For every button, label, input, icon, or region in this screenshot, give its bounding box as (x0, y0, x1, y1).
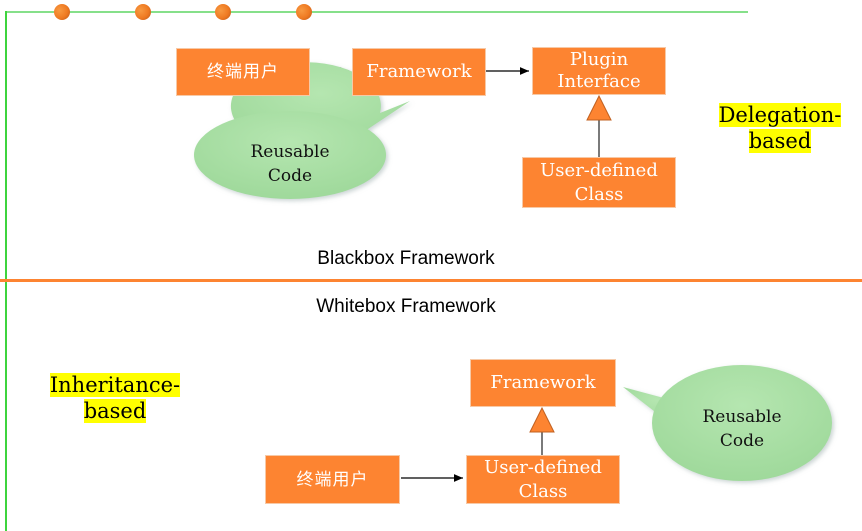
whitebox-framework-title: Whitebox Framework (316, 296, 496, 317)
decorative-dot-1 (54, 4, 70, 20)
delegation-label-line1: Delegation- (718, 103, 842, 127)
callout-line1: Reusable (702, 407, 782, 427)
inheritance-based-label: Inheritance- based (30, 372, 200, 424)
node-plugin-interface-line1: Plugin (569, 49, 629, 70)
top-decorative-line (5, 11, 748, 13)
delegation-based-label: Delegation- based (700, 102, 860, 154)
delegation-label-line2: based (748, 129, 812, 153)
node-user-class-line2: Class (518, 480, 568, 502)
callout-line1: Reusable (250, 142, 330, 162)
reusable-code-text-top: Reusable Code (220, 140, 360, 188)
inheritance-triangle-icon (586, 94, 612, 121)
inheritance-triangle-icon (529, 406, 555, 433)
blackbox-framework-title: Blackbox Framework (317, 248, 495, 269)
decorative-dot-3 (215, 4, 231, 20)
node-user-class-line1: User-defined (540, 159, 658, 181)
node-user-class-line2: Class (574, 183, 624, 205)
node-plugin-interface-line2: Interface (557, 71, 641, 92)
inheritance-label-line1: Inheritance- (49, 373, 181, 397)
node-end-user-blackbox: 终端用户 (176, 48, 310, 96)
section-divider (0, 279, 862, 282)
decorative-dot-2 (135, 4, 151, 20)
left-decorative-line (5, 11, 7, 531)
node-plugin-interface: Plugin Interface (532, 47, 666, 95)
callout-line2: Code (267, 166, 313, 186)
reusable-code-bubble-bottom (623, 365, 832, 481)
reusable-code-text-bottom: Reusable Code (672, 405, 812, 453)
node-end-user-whitebox: 终端用户 (265, 455, 400, 504)
decorative-dot-4 (296, 4, 312, 20)
inheritance-label-line2: based (83, 399, 147, 423)
node-user-defined-class-blackbox: User-defined Class (522, 157, 676, 208)
callout-line2: Code (719, 431, 765, 451)
node-framework-whitebox: Framework (470, 359, 616, 407)
node-user-defined-class-whitebox: User-defined Class (466, 455, 620, 504)
node-framework-blackbox: Framework (352, 48, 486, 96)
node-user-class-line1: User-defined (484, 456, 602, 478)
